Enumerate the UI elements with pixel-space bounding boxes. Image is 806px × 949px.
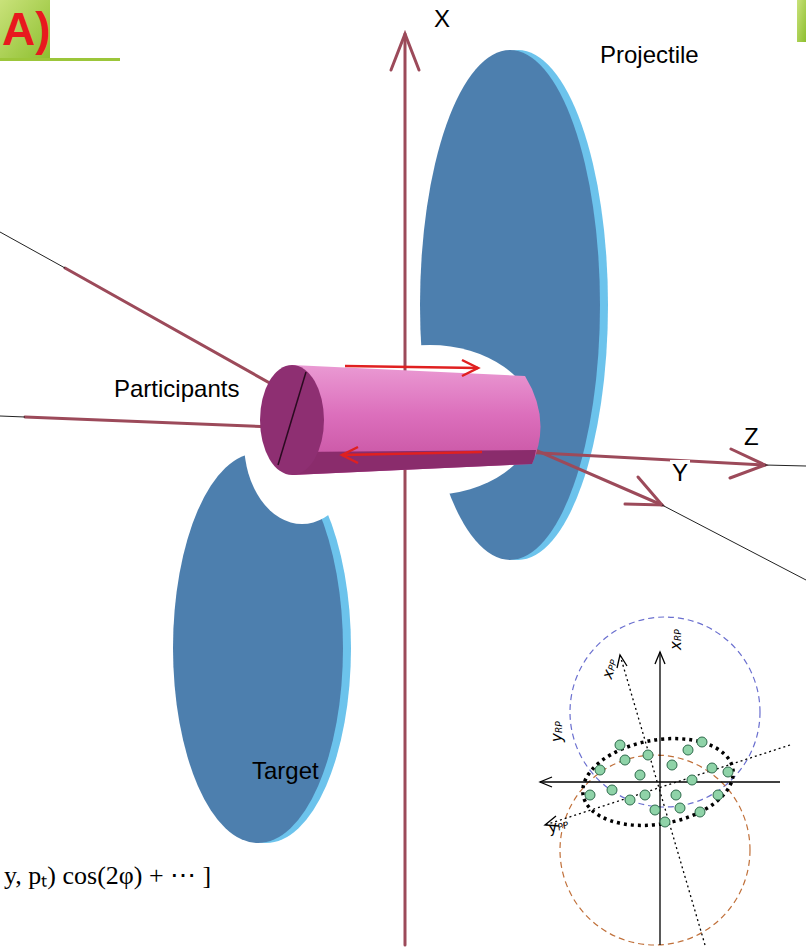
axis-label: xRP xyxy=(667,629,685,650)
axis-label: yRP xyxy=(548,721,566,742)
participant-cylinder xyxy=(292,365,541,475)
part-label: Participants xyxy=(112,376,241,402)
axis-extension xyxy=(0,232,806,580)
part-label: Projectile xyxy=(600,42,699,68)
cylinder-edge xyxy=(278,372,306,465)
cylinder-underside xyxy=(292,450,536,475)
part-label: Target xyxy=(252,758,319,784)
formula-text: y, pₜ) cos(2φ) + ⋯ ] xyxy=(4,862,211,891)
cylinder-end-face xyxy=(260,365,324,475)
slide-bar xyxy=(797,0,806,42)
axis-label: yPP xyxy=(546,814,570,837)
slide-bar xyxy=(0,0,50,60)
axis-label: X xyxy=(432,6,452,32)
flow-arrow xyxy=(342,360,482,463)
transverse-inset xyxy=(540,617,790,945)
slide-rule xyxy=(0,58,120,61)
coordinate-axes xyxy=(25,34,765,945)
axis-label: Z xyxy=(742,424,761,450)
figure-label: A) xyxy=(2,4,51,55)
axis-label: Y xyxy=(670,460,690,486)
axis-label: xPP xyxy=(598,657,620,681)
